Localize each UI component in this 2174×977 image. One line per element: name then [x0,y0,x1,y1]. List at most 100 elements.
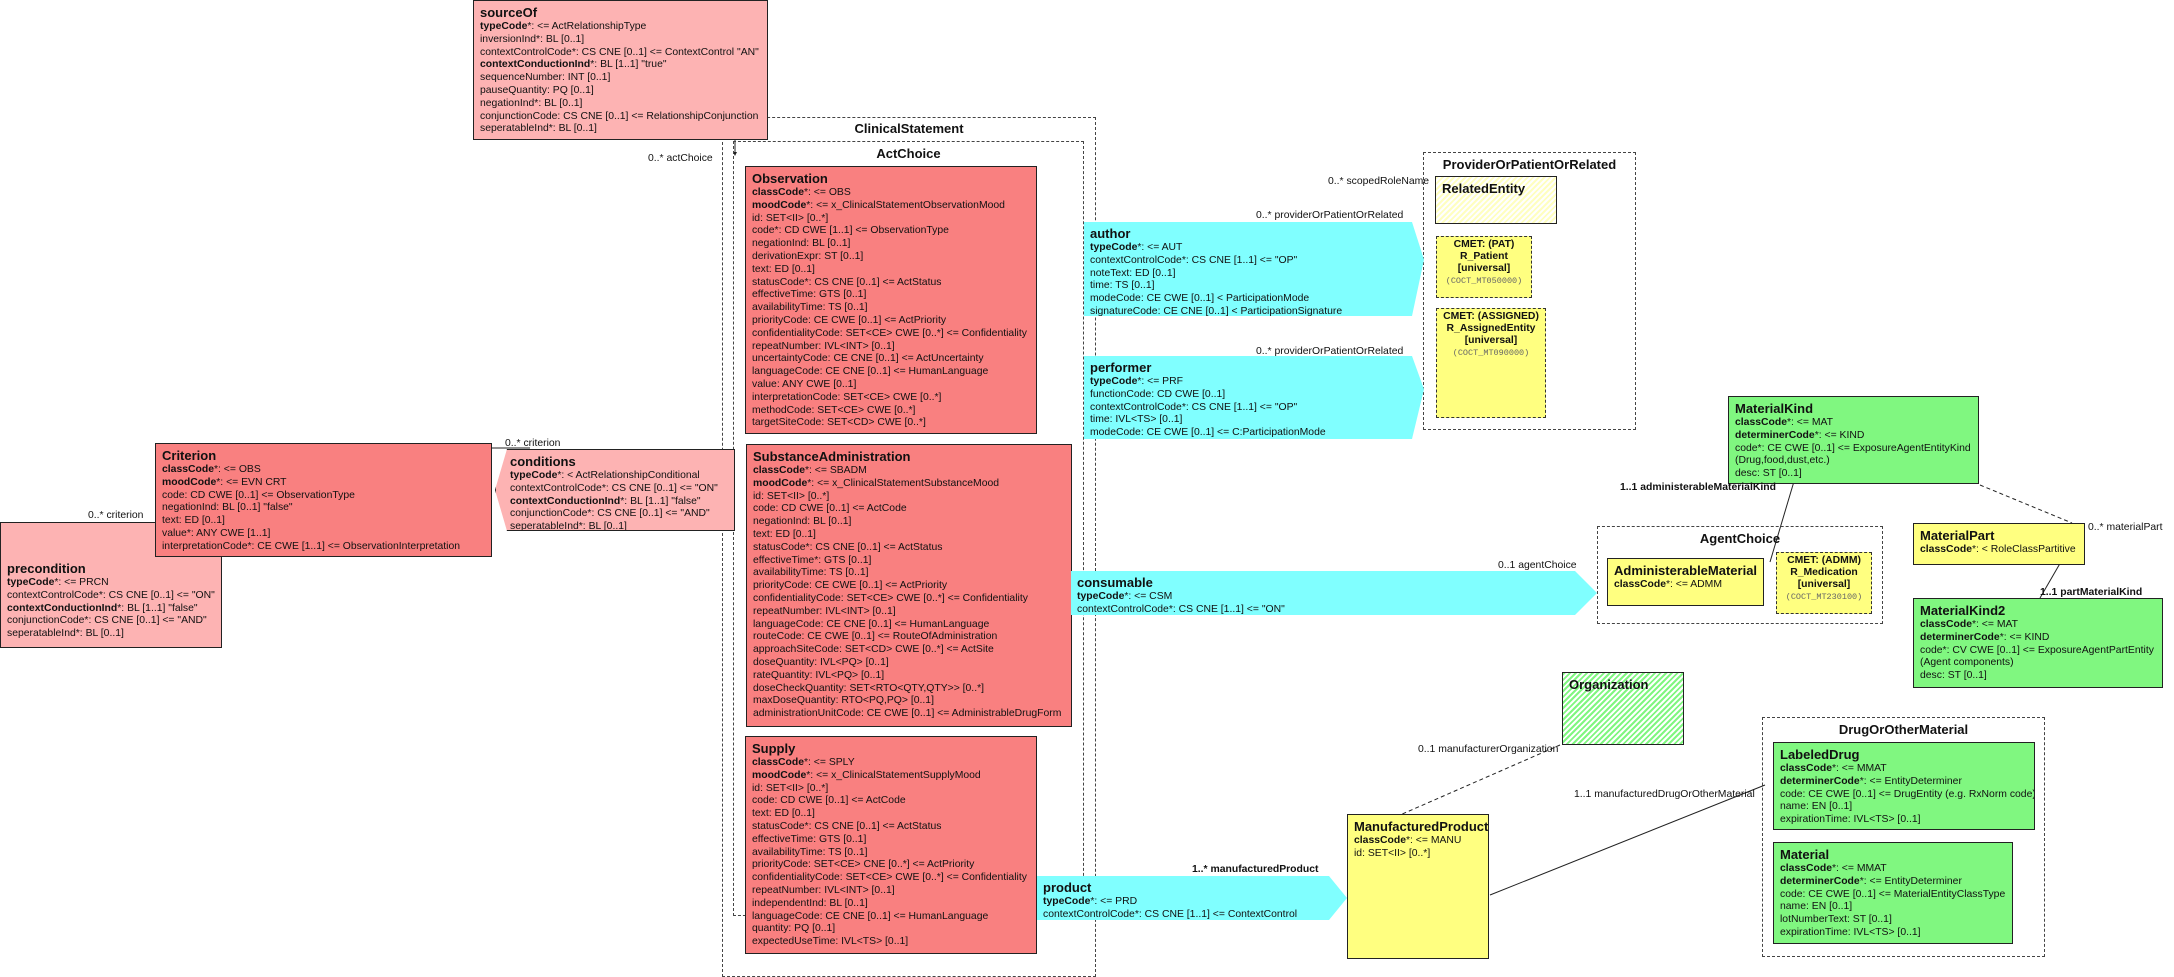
class-attribute: determinerCode*: <= EntityDeterminer [1780,875,1962,887]
class-attribute: languageCode: CE CNE [0..1] <= HumanLang… [752,910,989,922]
class-title: MaterialKind2 [1920,603,2006,618]
class-attribute: code: CD CWE [0..1] <= ActCode [753,503,907,515]
agent-choice-group: AgentChoice [1597,526,1883,624]
label-provider-performer: 0..* providerOrPatientOrRelated [1256,346,1404,357]
class-attribute: negationInd: BL [0..1] "false" [162,502,293,514]
class-attribute: effectiveTime: GTS [0..1] [752,289,867,301]
class-attribute: effectiveTime: GTS [0..1] [752,833,867,845]
class-attribute: time: IVL<TS> [0..1] [1090,414,1183,426]
class-attribute: interpretationCode*: CE CWE [1..1] <= Ob… [162,540,461,552]
class-attribute: determinerCode*: <= EntityDeterminer [1780,775,1962,787]
cmet-head: CMET: (ASSIGNED) [1443,311,1539,322]
class-title: Observation [752,171,828,186]
class-title: AdministerableMaterial [1614,563,1758,578]
class-attribute: classCode*: <= OBS [162,464,261,475]
class-attribute: id: SET<II> [0..*] [752,212,829,224]
class-attribute: contextConductionInd*: BL [1..1] "true" [480,59,667,71]
class-attribute: statusCode*: CS CNE [0..1] <= ActStatus [752,276,942,288]
class-attribute: priorityCode: CE CWE [0..1] <= ActPriori… [753,580,948,592]
cmet-sub: [universal] [1797,579,1851,590]
class-attribute: conjunctionCode: CS CNE [0..1] <= Relati… [480,110,759,122]
class-attribute: availabilityTime: TS [0..1] [753,567,869,579]
class-attribute: confidentialityCode: SET<CE> CWE [0..*] … [753,592,1028,604]
class-attribute: rateQuantity: IVL<PQ> [0..1] [753,669,885,681]
class-attribute: name: EN [0..1] [1780,801,1853,813]
label-scoped-role-name: 0..* scopedRoleName [1328,176,1430,187]
class-attribute: maxDoseQuantity: RTO<PQ,PQ> [0..1] [753,695,934,707]
class-attribute: signatureCode: CE CNE [0..1] < Participa… [1090,305,1343,316]
class-attribute: languageCode: CE CNE [0..1] <= HumanLang… [753,618,990,630]
class-attribute: classCode*: <= MMAT [1780,763,1887,774]
class-attribute: sequenceNumber: INT [0..1] [480,72,611,84]
class-attribute: typeCode*: <= PRF [1090,376,1183,387]
class-title: Criterion [162,448,217,463]
class-attribute: contextControlCode*: CS CNE [1..1] <= "O… [1090,254,1298,266]
organization-class: Organization [1562,672,1684,745]
cmet-head: CMET: (PAT) [1453,239,1515,250]
class-attribute: typeCode*: <= PRD [1043,896,1138,907]
class-attribute: typeCode*: <= CSM [1077,591,1173,602]
class-attribute: expirationTime: IVL<TS> [0..1] [1780,926,1921,938]
cmet-code: (COCT_MT230100) [1785,592,1863,602]
class-title: performer [1090,360,1152,375]
class-attribute: typeCode*: < ActRelationshipConditional [510,470,700,481]
class-attribute: quantity: PQ [0..1] [752,923,836,935]
class-attribute: uncertaintyCode: CE CNE [0..1] <= ActUnc… [752,353,984,365]
drug-or-other-label: DrugOrOtherMaterial [1838,722,1969,737]
class-attribute: desc: ST [0..1] [1735,468,1802,480]
class-attribute: interpretationCode: SET<CE> CWE [0..*] [752,391,942,403]
class-attribute: derivationExpr: ST [0..1] [752,250,864,262]
class-attribute: name: EN [0..1] [1780,901,1853,913]
class-attribute: code: CD CWE [0..1] <= ActCode [752,795,906,807]
class-attribute: code*: CV CWE [0..1] <= ExposureAgentPar… [1920,644,2154,656]
class-attribute: moodCode*: <= x_ClinicalStatementSubstan… [753,477,1000,489]
class-attribute: expectedUseTime: IVL<TS> [0..1] [752,936,909,948]
class-attribute: lotNumberText: ST [0..1] [1780,914,1892,926]
class-attribute: classCode*: <= ADMM [1614,579,1722,590]
class-attribute: confidentialityCode: SET<CE> CWE [0..*] … [752,327,1027,339]
class-attribute: determinerCode*: <= KIND [1735,429,1865,441]
class-attribute: moodCode*: <= EVN CRT [162,476,287,488]
class-title: sourceOf [480,5,538,20]
class-attribute: classCode*: <= SBADM [753,465,867,476]
class-attribute: value*: ANY CWE [1..1] [162,527,271,539]
class-title: MaterialPart [1920,528,1995,543]
class-title: SubstanceAdministration [753,449,911,464]
class-attribute: contextConductionInd*: BL [1..1] "false" [7,602,198,614]
class-title: Material [1780,847,1830,862]
class-attribute: text: ED [0..1] [753,528,816,540]
class-attribute: time: TS [0..1] [1090,280,1155,292]
class-title: LabeledDrug [1780,747,1860,762]
class-attribute: classCode*: <= MAT [1920,619,2018,630]
class-attribute: classCode*: <= MMAT [1780,863,1887,874]
class-attribute: modeCode: CE CWE [0..1] <= C:Participati… [1090,427,1326,439]
label-manufactured-product: 1..* manufacturedProduct [1192,864,1319,875]
clinical-statement-label: ClinicalStatement [854,121,964,136]
label-manufacturer-organization: 0..1 manufacturerOrganization [1418,744,1559,755]
class-attribute: repeatNumber: IVL<INT> [0..1] [753,605,896,617]
class-attribute: seperatableInd*: BL [0..1] [7,628,124,640]
class-attribute: availabilityTime: TS [0..1] [752,302,868,314]
class-attribute: moodCode*: <= x_ClinicalStatementObserva… [752,199,1005,211]
class-attribute: (Drug,food,dust,etc.) [1735,455,1830,467]
label-criterion-1: 0..* criterion [88,510,144,521]
class-attribute: priorityCode: SET<CE> CNE [0..*] <= ActP… [752,859,975,871]
class-attribute: (Agent components) [1920,657,2014,669]
act-choice-label: ActChoice [876,146,941,161]
drug-or-other-group: DrugOrOtherMaterial [1762,717,2045,957]
class-attribute: text: ED [0..1] [162,515,225,527]
class-title: ManufacturedProduct [1354,819,1489,834]
provider-or-patient-label: ProviderOrPatientOrRelated [1442,157,1617,172]
class-attribute: methodCode: SET<CE> CWE [0..*] [752,404,916,416]
class-attribute: doseQuantity: IVL<PQ> [0..1] [753,656,889,668]
class-attribute: typeCode*: <= PRCN [7,577,109,588]
label-act-choice: 0..* actChoice [648,153,713,164]
class-attribute: classCode*: <= SPLY [752,757,855,768]
